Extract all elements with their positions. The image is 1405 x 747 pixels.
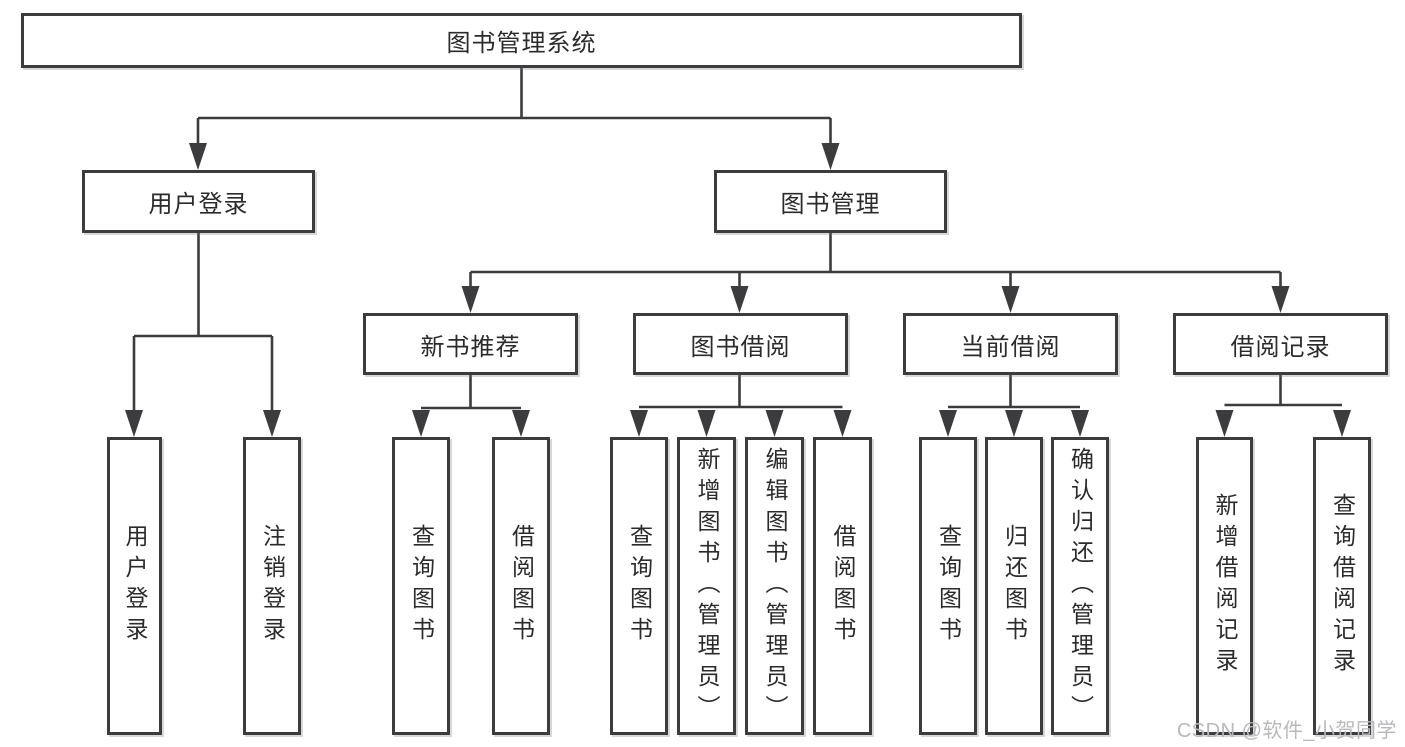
arrow-down-icon	[939, 410, 957, 437]
arrow-down-icon	[512, 410, 530, 437]
arrow-down-icon	[697, 410, 716, 437]
arrow-down-icon	[1005, 410, 1023, 437]
leaf-user-login: 用户登录	[107, 437, 162, 735]
leaf-logout: 注销登录	[243, 437, 301, 735]
leaf-confirm-return-admin: 确认归还（管理员）	[1051, 437, 1109, 735]
leaf-query-book-current: 查询图书	[919, 437, 977, 735]
connector-current-borrow-rail	[948, 375, 1080, 409]
leaf-return-book: 归还图书	[985, 437, 1043, 735]
arrow-down-icon	[1333, 410, 1351, 437]
leaf-borrow-book-recommend: 借阅图书	[492, 437, 550, 735]
connector-borrow-record-rail	[1224, 375, 1342, 407]
arrow-down-icon	[1215, 410, 1234, 437]
node-new-book-recommend: 新书推荐	[363, 313, 578, 375]
arrow-down-icon	[765, 410, 784, 437]
arrow-down-icon	[263, 410, 281, 437]
arrow-down-icon	[412, 410, 430, 437]
node-user-login: 用户登录	[82, 170, 315, 233]
node-root-library-system: 图书管理系统	[21, 13, 1022, 68]
arrow-down-icon	[1071, 410, 1089, 437]
arrow-down-icon	[821, 143, 840, 170]
node-borrow-record: 借阅记录	[1173, 313, 1388, 375]
arrow-down-icon	[1001, 286, 1020, 313]
leaf-borrow-book: 借阅图书	[813, 437, 872, 735]
leaf-add-borrow-record: 新增借阅记录	[1196, 437, 1253, 735]
arrow-down-icon	[189, 143, 207, 170]
arrow-down-icon	[730, 286, 749, 313]
leaf-edit-book-admin: 编辑图书（管理员）	[745, 437, 804, 735]
leaf-query-book: 查询图书	[610, 437, 668, 735]
node-book-management: 图书管理	[714, 170, 947, 233]
arrow-down-icon	[630, 410, 648, 437]
leaf-query-book-recommend: 查询图书	[392, 437, 450, 735]
leaf-query-borrow-record: 查询借阅记录	[1313, 437, 1371, 735]
node-book-borrow: 图书借阅	[633, 313, 848, 375]
csdn-watermark: CSDN @软件_小贺同学	[1176, 720, 1397, 742]
node-current-borrow: 当前借阅	[903, 313, 1118, 375]
arrow-down-icon	[461, 286, 480, 313]
leaf-add-book-admin: 新增图书（管理员）	[677, 437, 736, 735]
connector-new-book-rail	[421, 375, 521, 410]
arrowheads	[125, 143, 1351, 437]
connector-book-borrow-rail	[639, 375, 843, 409]
arrow-down-icon	[833, 410, 852, 437]
arrow-down-icon	[125, 410, 143, 437]
arrow-down-icon	[1271, 286, 1290, 313]
